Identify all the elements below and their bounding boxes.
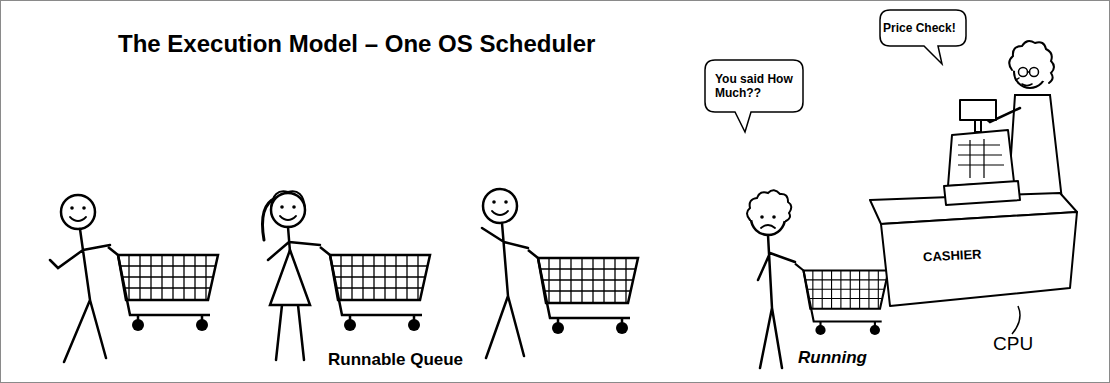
cashier-figure — [968, 41, 1062, 200]
stick-figure — [482, 189, 528, 358]
figure-hair — [271, 191, 305, 208]
scanned-item — [968, 100, 980, 116]
figure-eye — [504, 200, 508, 204]
speech-bubble: You said How Much?? — [705, 60, 803, 112]
component-label: CPU — [993, 333, 1033, 355]
speech-text: Price Check! — [883, 21, 963, 35]
speech-bubble: Price Check! — [880, 10, 966, 46]
figure-eye — [292, 205, 296, 209]
figure-eye — [772, 215, 776, 219]
figure-body — [268, 227, 320, 360]
figure-eye — [70, 206, 74, 210]
state-label: Running — [798, 348, 867, 368]
cashier-glasses — [1030, 68, 1039, 77]
figure-eye — [492, 200, 496, 204]
register-stem — [975, 118, 981, 132]
figure-smile — [70, 217, 86, 221]
register-keys — [958, 139, 1004, 178]
bubble-outline — [705, 60, 803, 132]
figure-eye — [82, 206, 86, 210]
state-label: Runnable Queue — [328, 350, 463, 370]
figure-body — [758, 235, 795, 368]
figure-dress — [270, 250, 310, 305]
figure-head — [61, 195, 95, 229]
cash-register — [944, 100, 1020, 205]
figure-head — [483, 189, 517, 223]
cashier-arm — [978, 108, 1020, 122]
cashier-curly-hair — [1009, 41, 1054, 83]
register-display — [960, 100, 996, 120]
cashier-counter: CASHIER — [865, 188, 1080, 313]
counter-front — [881, 212, 1077, 306]
shopping-cart — [108, 245, 228, 331]
stick-figure — [263, 191, 321, 360]
speech-text: You said How Much?? — [715, 72, 793, 101]
figure-body — [482, 223, 528, 358]
bubble-outline — [880, 10, 966, 64]
diagram-title: The Execution Model – One OS Scheduler — [118, 30, 595, 58]
shopping-cart — [320, 245, 440, 331]
figure-body — [50, 229, 110, 362]
stick-figure — [747, 190, 795, 368]
counter-label: CASHIER — [923, 246, 982, 265]
leader-line — [1012, 306, 1020, 334]
shopping-cart — [528, 248, 648, 334]
cashier-face — [1016, 72, 1032, 86]
register-body — [948, 130, 1014, 186]
figure-curly-hair — [747, 190, 791, 221]
stick-figure — [50, 195, 110, 362]
figure-smile — [492, 211, 508, 215]
shopping-cart — [795, 262, 897, 335]
figure-eye — [760, 215, 764, 219]
figure-smile — [280, 216, 296, 220]
figure-frown — [761, 225, 775, 228]
cashier-glasses — [1019, 68, 1028, 77]
figure-head — [271, 193, 305, 227]
figure-eye — [280, 205, 284, 209]
